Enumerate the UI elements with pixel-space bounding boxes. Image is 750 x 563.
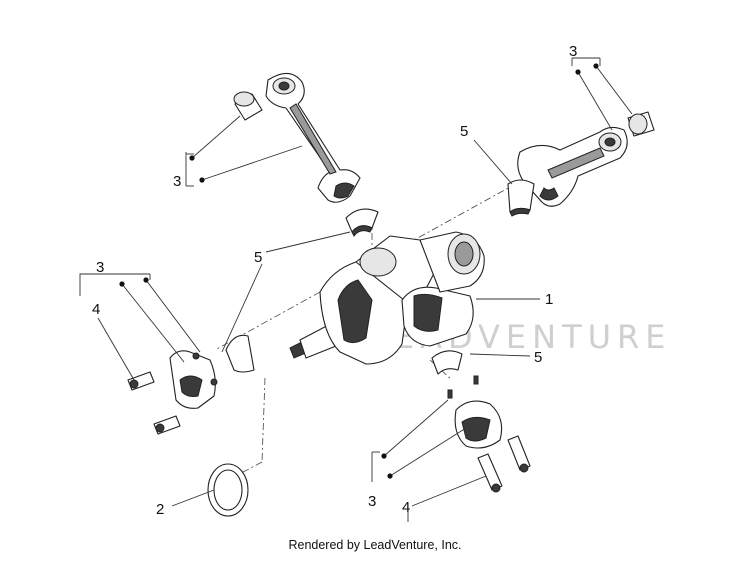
bearing-shell-right xyxy=(507,179,535,217)
callout-4-left: 4 xyxy=(92,301,100,318)
bearing-shell-left xyxy=(225,334,255,373)
cap-bolt-bottom-b xyxy=(507,435,531,473)
callout-5-right: 5 xyxy=(534,349,542,366)
callout-1-crankshaft: 1 xyxy=(545,291,553,308)
leader-dots xyxy=(119,63,599,479)
cap-bolt-bottom-a xyxy=(477,453,503,493)
bushing-upper-left xyxy=(233,91,263,121)
bearing-shell-lower-right xyxy=(431,350,463,375)
cap-bolt-left-lower xyxy=(153,415,181,435)
connecting-rod-upper-left xyxy=(265,72,361,203)
callout-3-top-right: 3 xyxy=(569,43,577,60)
footer-credit: Rendered by LeadVenture, Inc. xyxy=(288,538,462,552)
callout-3-top-left: 3 xyxy=(173,173,181,190)
connecting-rod-upper-right xyxy=(517,126,628,207)
rod-cap-left xyxy=(169,350,218,409)
callout-5-mid: 5 xyxy=(254,249,262,266)
callout-4-bottom: 4 xyxy=(402,499,410,516)
callout-3-bottom: 3 xyxy=(368,493,376,510)
crankshaft xyxy=(289,231,485,365)
bearing-shell-upper xyxy=(345,208,379,237)
callout-5-top-right: 5 xyxy=(460,123,468,140)
callout-3-left: 3 xyxy=(96,259,104,276)
leader-lines xyxy=(79,57,633,522)
callout-2-thrust-washer: 2 xyxy=(156,501,164,518)
bushing-upper-right xyxy=(627,111,655,137)
rod-cap-bottom xyxy=(447,375,503,449)
cap-bolt-left-upper xyxy=(127,371,155,391)
